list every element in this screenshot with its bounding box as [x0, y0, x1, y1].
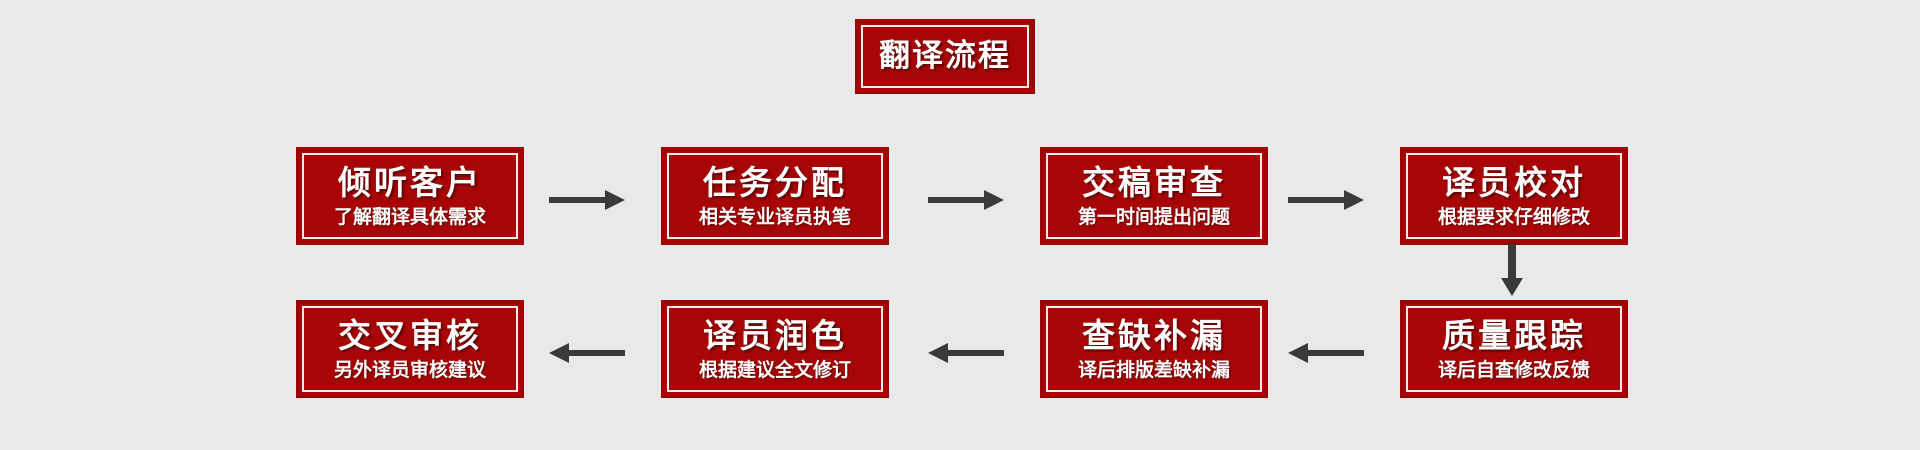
process-step-2-title: 任务分配 [703, 162, 847, 202]
process-step-5-title: 质量跟踪 [1442, 315, 1586, 355]
arrow-right-icon-step1-to-step2 [549, 187, 625, 213]
process-step-6-subtitle: 译后排版差缺补漏 [1077, 358, 1230, 381]
process-step-5[interactable]: 质量跟踪 译后自查修改反馈 [1400, 300, 1628, 398]
process-step-1[interactable]: 倾听客户 了解翻译具体需求 [296, 147, 524, 245]
process-step-8[interactable]: 交叉审核 另外译员审核建议 [296, 300, 524, 398]
process-step-1-title: 倾听客户 [338, 162, 482, 202]
process-step-4[interactable]: 译员校对 根据要求仔细修改 [1400, 147, 1628, 245]
process-step-7-title: 译员润色 [703, 315, 847, 355]
process-step-2-subtitle: 相关专业译员执笔 [698, 205, 851, 228]
process-step-3[interactable]: 交稿审查 第一时间提出问题 [1040, 147, 1268, 245]
arrow-right-icon-step2-to-step3 [928, 187, 1004, 213]
process-step-1-subtitle: 了解翻译具体需求 [333, 205, 486, 228]
arrow-left-icon-step5-to-step6 [1288, 340, 1364, 366]
process-step-3-title: 交稿审查 [1082, 162, 1226, 202]
arrow-down-icon-step4-to-step5 [1499, 244, 1525, 296]
process-step-6-title: 查缺补漏 [1082, 315, 1226, 355]
process-step-6[interactable]: 查缺补漏 译后排版差缺补漏 [1040, 300, 1268, 398]
flowchart-title-label: 翻译流程 [879, 38, 1011, 74]
process-step-8-title: 交叉审核 [338, 315, 482, 355]
arrow-right-icon-step3-to-step4 [1288, 187, 1364, 213]
process-step-4-title: 译员校对 [1442, 162, 1586, 202]
process-step-7-subtitle: 根据建议全文修订 [698, 358, 851, 381]
process-step-7[interactable]: 译员润色 根据建议全文修订 [661, 300, 889, 398]
flowchart-title-node: 翻译流程 [855, 19, 1035, 94]
process-step-3-subtitle: 第一时间提出问题 [1077, 205, 1230, 228]
arrow-left-icon-step6-to-step7 [928, 340, 1004, 366]
arrow-left-icon-step7-to-step8 [549, 340, 625, 366]
process-step-4-subtitle: 根据要求仔细修改 [1437, 205, 1590, 228]
process-step-2[interactable]: 任务分配 相关专业译员执笔 [661, 147, 889, 245]
process-step-8-subtitle: 另外译员审核建议 [333, 358, 486, 381]
process-step-5-subtitle: 译后自查修改反馈 [1437, 358, 1590, 381]
